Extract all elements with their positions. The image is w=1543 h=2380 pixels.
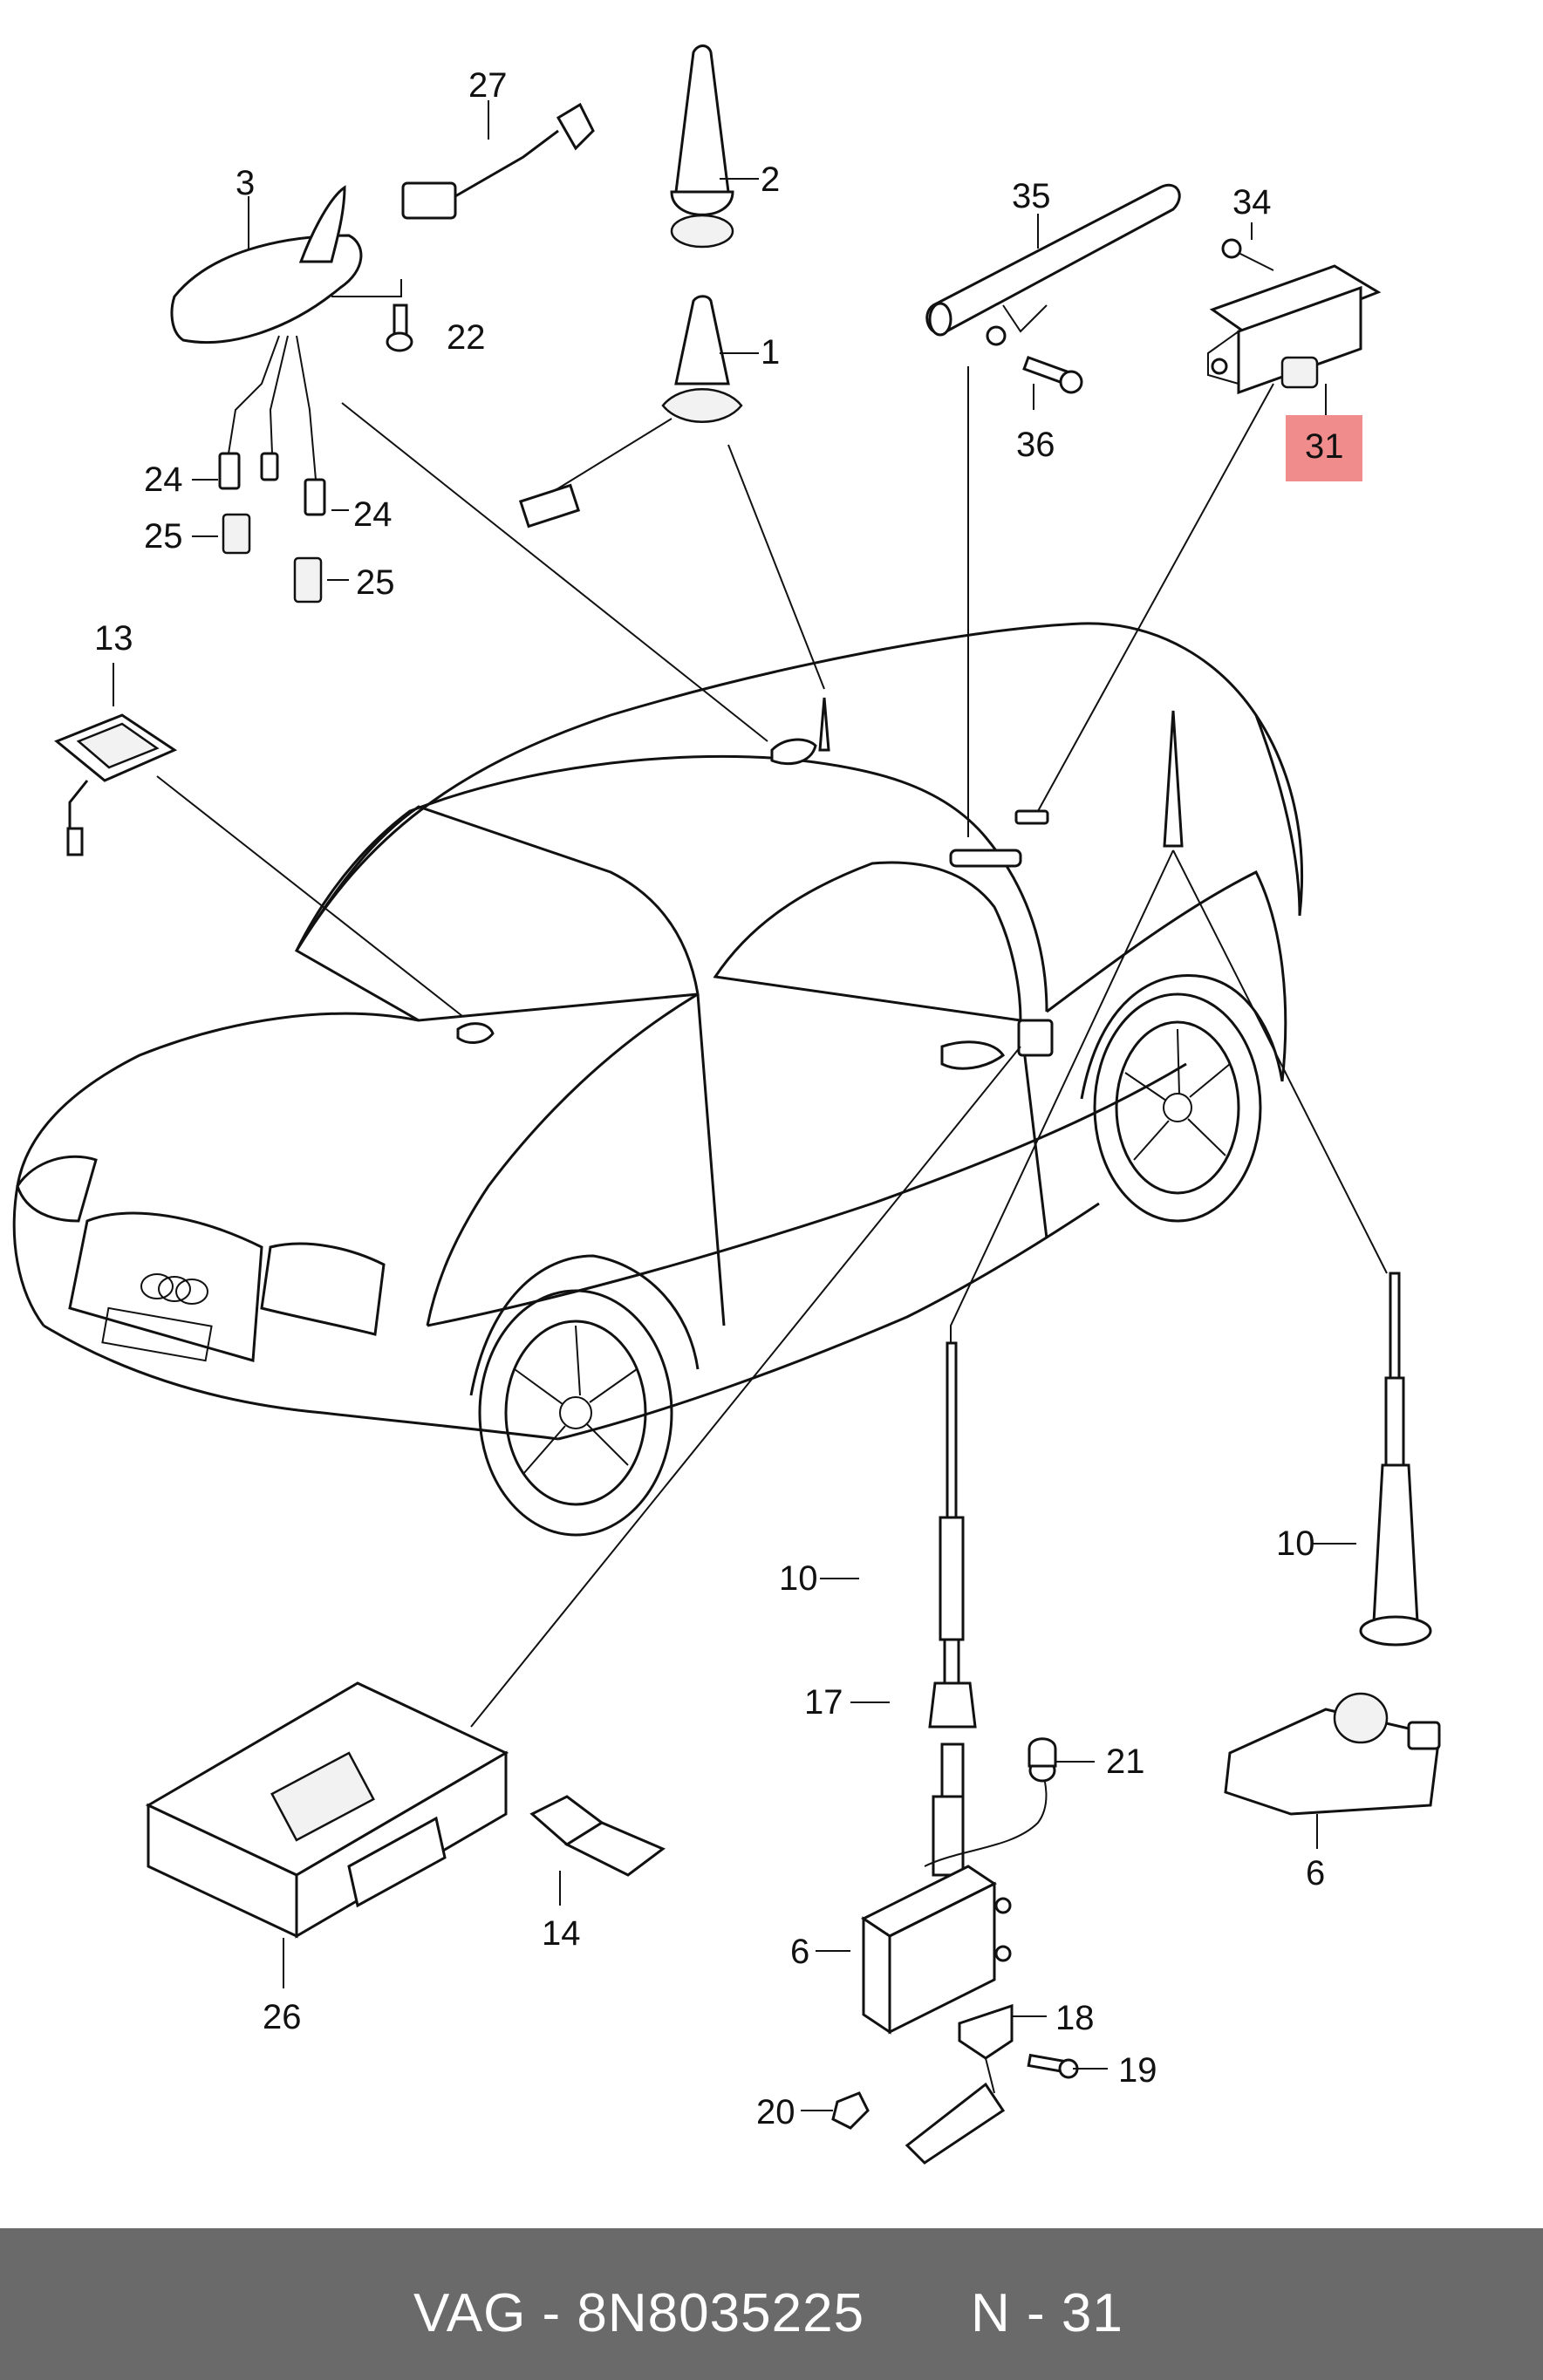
callout-14: 14 bbox=[542, 1914, 581, 1953]
bracket-part-18 bbox=[905, 2003, 1014, 2165]
leader-lines bbox=[156, 366, 1388, 1728]
callout-ticks bbox=[113, 100, 1356, 2111]
callout-24-left: 24 bbox=[144, 460, 183, 499]
bolt-part-36 bbox=[986, 325, 1083, 394]
callout-10-right: 10 bbox=[1276, 1524, 1315, 1563]
connector-part-14 bbox=[529, 1795, 666, 1877]
highlight-box-part-31 bbox=[1286, 415, 1362, 481]
callout-19: 19 bbox=[1118, 2051, 1157, 2090]
screw-part-22 bbox=[331, 279, 413, 352]
callout-22: 22 bbox=[447, 318, 486, 357]
mast-antenna-part-10-right bbox=[1359, 1272, 1432, 1647]
cable-part-27 bbox=[401, 102, 595, 220]
callout-17: 17 bbox=[804, 1683, 843, 1722]
footer-bar: VAG - 8N8035225 N - 31 bbox=[0, 2228, 1543, 2380]
sensor-part-13 bbox=[54, 713, 178, 856]
callout-25-right: 25 bbox=[356, 563, 395, 602]
screw-part-19 bbox=[1027, 2053, 1079, 2079]
diagram-position-label: N - 31 bbox=[971, 2283, 1123, 2343]
rod-antenna-part-35 bbox=[925, 183, 1181, 337]
callout-10-left: 10 bbox=[779, 1559, 818, 1598]
callout-2: 2 bbox=[761, 160, 781, 199]
car-illustration bbox=[12, 622, 1304, 1537]
callout-1: 1 bbox=[761, 333, 781, 372]
callout-21: 21 bbox=[1106, 1742, 1145, 1781]
callout-34: 34 bbox=[1232, 183, 1272, 222]
screw-part-34 bbox=[1221, 238, 1274, 271]
part-number-label: VAG - 8N8035225 bbox=[413, 2283, 865, 2343]
shark-fin-antenna-part-3 bbox=[170, 185, 363, 604]
callout-6-left: 6 bbox=[790, 1933, 810, 1971]
callout-24-right: 24 bbox=[353, 495, 393, 534]
roof-antenna-part-1 bbox=[518, 295, 743, 529]
callout-3: 3 bbox=[236, 164, 256, 202]
nut-part-21 bbox=[1028, 1737, 1057, 1768]
callout-36: 36 bbox=[1016, 426, 1055, 464]
callout-35: 35 bbox=[1012, 177, 1051, 215]
nut-part-20 bbox=[831, 2091, 870, 2130]
callout-26: 26 bbox=[263, 1998, 302, 2036]
mast-antenna-part-10-left bbox=[928, 1341, 977, 1877]
callout-20: 20 bbox=[756, 2093, 795, 2131]
amplifier-part-6-right bbox=[1224, 1692, 1441, 1816]
amplifier-part-6-left bbox=[861, 1758, 1056, 2035]
callout-25-left: 25 bbox=[144, 517, 183, 556]
callout-6-right: 6 bbox=[1306, 1854, 1326, 1892]
roof-antenna-part-2 bbox=[670, 44, 734, 249]
callout-31: 31 bbox=[1305, 427, 1344, 466]
amplifier-module-part-31 bbox=[1207, 264, 1382, 395]
control-unit-part-26 bbox=[145, 1681, 509, 1939]
parts-diagram bbox=[12, 44, 1441, 2165]
callout-27: 27 bbox=[468, 66, 508, 105]
callout-13: 13 bbox=[94, 619, 133, 658]
callout-18: 18 bbox=[1055, 1999, 1095, 2037]
